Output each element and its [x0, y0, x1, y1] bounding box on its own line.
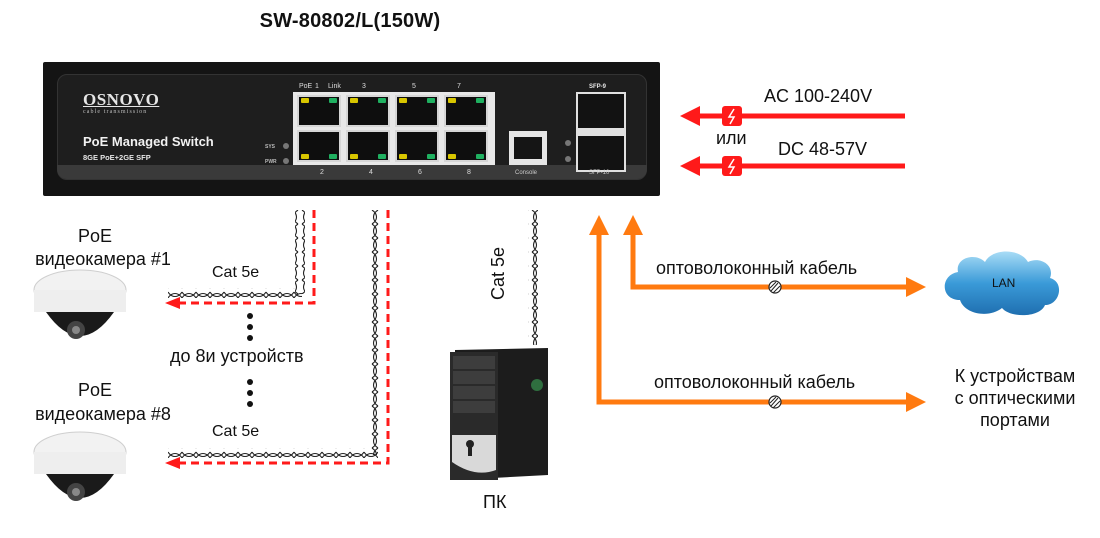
power-or-label: или: [716, 128, 747, 148]
port-label-link: Link: [328, 83, 341, 90]
rj45-port-7[interactable]: [444, 95, 488, 127]
rj45-port-4[interactable]: [346, 130, 390, 162]
brand-tagline: cable transmission: [83, 109, 148, 115]
optical-devices-line3: портами: [980, 410, 1050, 430]
poe-power-path-8: [178, 210, 390, 465]
poe-power-path-1: [178, 210, 316, 305]
dome-camera-1-icon: [33, 269, 127, 339]
fiber-connector-icon: [768, 395, 782, 409]
camera-1-cable-label: Cat 5e: [212, 264, 260, 281]
ellipsis-dot: [247, 379, 253, 385]
rj45-port-block: [293, 92, 495, 165]
camera-8-cable-label: Cat 5e: [212, 423, 260, 440]
led-label-pwr: PWR: [265, 159, 277, 165]
pc-tower-icon: [450, 348, 548, 480]
sfp-port-10[interactable]: [578, 136, 624, 170]
lan-cloud-icon: [944, 251, 1060, 316]
console-label: Console: [515, 170, 538, 176]
fiber-lan-label: оптоволоконный кабель: [656, 258, 858, 278]
sys-led-icon: [283, 143, 289, 149]
port-label-4: 4: [369, 169, 373, 176]
optical-devices-line2: с оптическими: [954, 388, 1076, 408]
rj45-port-1[interactable]: [297, 95, 341, 127]
dc-bolt-icon: [722, 156, 742, 176]
fiber-devices-label: оптоволоконный кабель: [654, 372, 856, 392]
fiber-line-devices: [596, 232, 908, 405]
console-port[interactable]: [509, 131, 547, 165]
sfp-port-9[interactable]: [578, 94, 624, 128]
fiber-arrow-up-icon: [589, 215, 609, 235]
twisted-pair-cable-1-vertical: [295, 210, 305, 294]
twisted-pair-cable-8-horizontal: [168, 448, 378, 458]
rj45-port-2[interactable]: [297, 130, 341, 162]
dc-power-label: DC 48-57V: [778, 139, 868, 159]
dome-camera-8-icon: [33, 431, 127, 501]
rj45-port-5[interactable]: [395, 95, 439, 127]
ac-bolt-icon: [722, 106, 742, 126]
product-spec: 8GE PoE+2GE SFP: [83, 153, 151, 162]
pc-label: ПК: [483, 492, 507, 512]
sfp-led-icon: [565, 140, 571, 146]
ellipsis-dot: [247, 313, 253, 319]
sfp9-label: SFP-9: [589, 84, 607, 90]
fiber-arrow-right-icon: [906, 277, 926, 297]
dc-arrow-icon: [680, 156, 700, 176]
pwr-led-icon: [283, 158, 289, 164]
lan-label: LAN: [992, 276, 1016, 290]
fiber-connector-icon: [768, 280, 782, 294]
ellipsis-dot: [247, 401, 253, 407]
poe-arrow-8-icon: [165, 457, 180, 469]
rj45-port-3[interactable]: [346, 95, 390, 127]
port-label-6: 6: [418, 169, 422, 176]
sfp-led-icon: [565, 156, 571, 162]
port-label-8: 8: [467, 169, 471, 176]
optical-devices-label: К устройствам с оптическими портами: [930, 365, 1100, 431]
ac-arrow-icon: [680, 106, 700, 126]
product-line: PoE Managed Switch: [83, 134, 214, 149]
rj45-port-6[interactable]: [395, 130, 439, 162]
fiber-line-lan: [630, 232, 908, 290]
port-label-1: 1: [315, 83, 319, 90]
ellipsis-dot: [247, 335, 253, 341]
camera-8-label-line1: PoE: [77, 380, 113, 400]
port-label-poe: PoE: [299, 83, 313, 90]
camera-1-label-line2: видеокамера #1: [35, 249, 171, 269]
rj45-port-8[interactable]: [444, 130, 488, 162]
twisted-pair-cable-1-horizontal: [168, 288, 302, 298]
fiber-arrow-right-icon: [906, 392, 926, 412]
pc-cable-label: Cat 5e: [488, 246, 508, 300]
ellipsis-dot: [247, 324, 253, 330]
devices-count-note: до 8и устройств: [170, 346, 304, 366]
poe-arrow-1-icon: [165, 297, 180, 309]
port-label-3: 3: [362, 83, 366, 90]
port-label-2: 2: [320, 169, 324, 176]
twisted-pair-cable-8-vertical: [370, 210, 380, 455]
camera-8-label-line2: видеокамера #8: [35, 404, 171, 424]
led-label-sys: SYS: [265, 144, 276, 150]
ellipsis-dot: [247, 390, 253, 396]
sfp-cage: [576, 92, 626, 172]
camera-1-label-line1: PoE: [77, 226, 113, 246]
network-switch: OSNOVO cable transmission PoE Managed Sw…: [43, 62, 660, 196]
port-label-5: 5: [412, 83, 416, 90]
diagram-title: SW-80802/L(150W): [259, 10, 441, 32]
ac-power-label: AC 100-240V: [764, 86, 873, 106]
twisted-pair-cable-pc: [528, 210, 538, 345]
fiber-arrow-up-icon: [623, 215, 643, 235]
sfp10-label: SFP-10: [589, 170, 610, 176]
port-label-7: 7: [457, 83, 461, 90]
brand-logo: OSNOVO: [83, 90, 160, 109]
switch-panel-strip: [57, 165, 647, 179]
optical-devices-line1: К устройствам: [954, 366, 1076, 386]
